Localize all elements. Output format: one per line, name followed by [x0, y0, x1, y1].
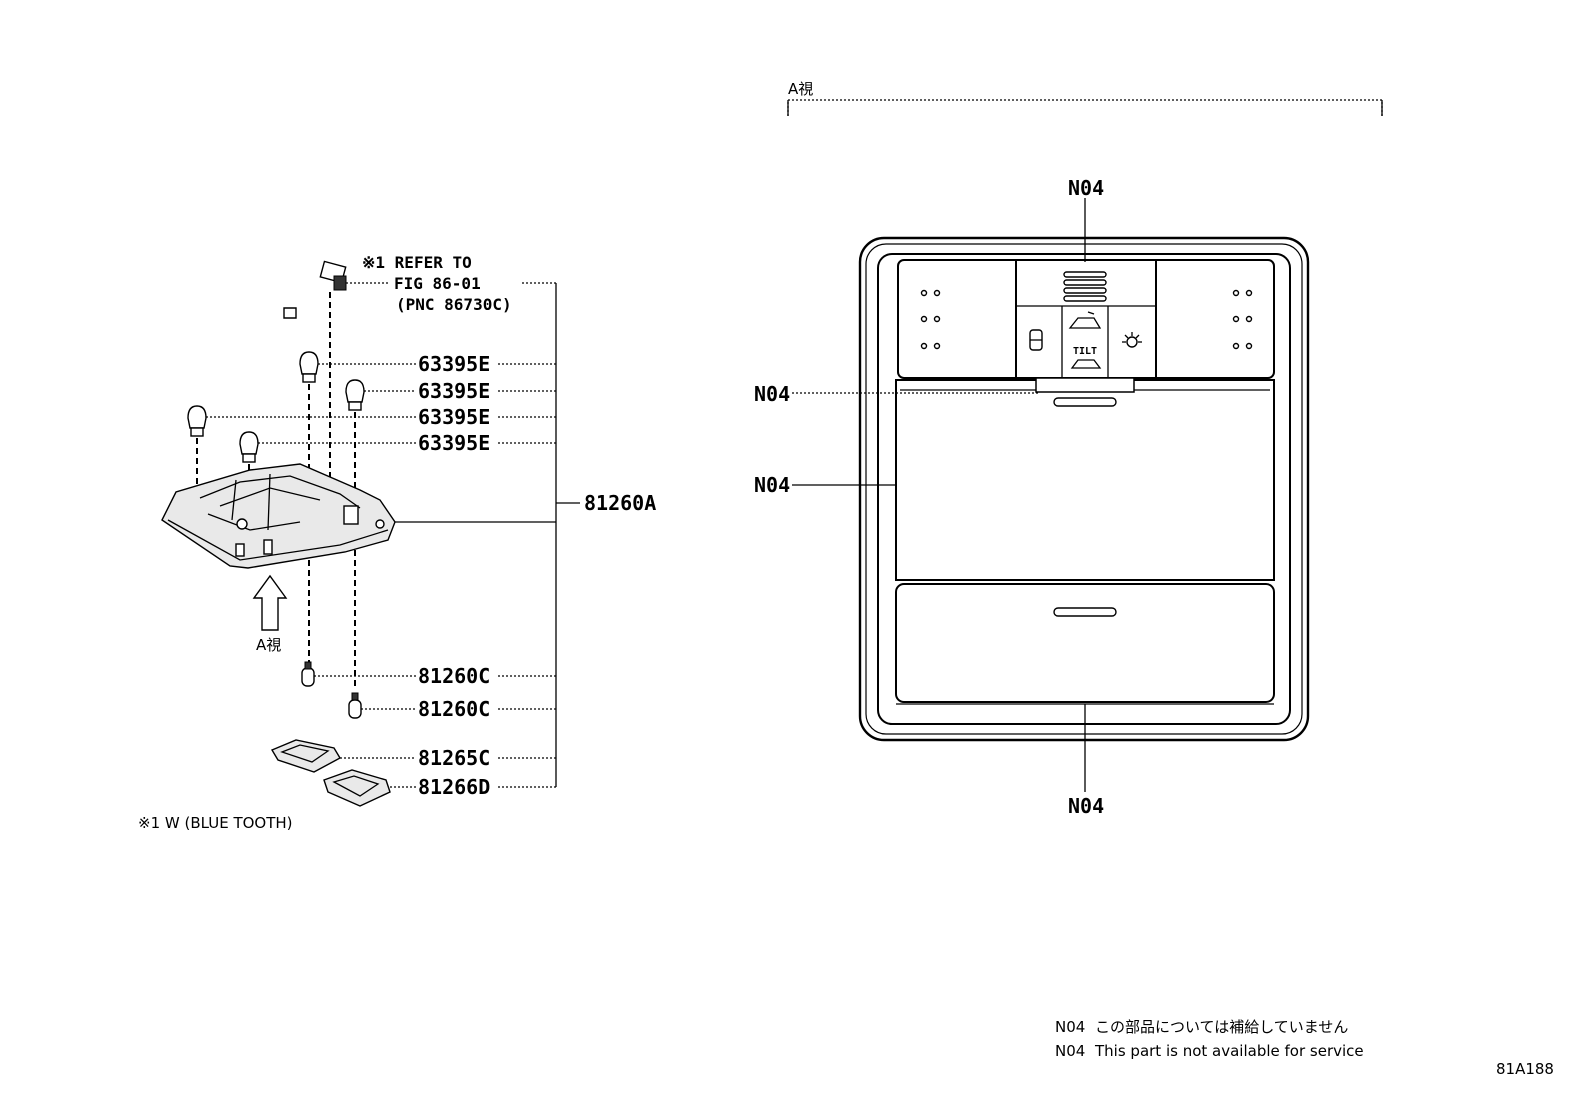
callout-n04-mid-left: N04: [754, 473, 790, 497]
sunroof-slide-icon: [1068, 311, 1102, 329]
exploded-view: A視 ※1 REFER TO FIG 86-0: [138, 253, 656, 832]
legend-code-2: N04: [1055, 1042, 1085, 1060]
view-direction-arrow: [252, 574, 288, 631]
console-housing-81260A: [161, 463, 396, 569]
leader-lines: [206, 282, 580, 788]
view-marker-label: A視: [256, 636, 281, 654]
tilt-label: TILT: [1073, 346, 1097, 357]
callout-n04-bottom: N04: [1068, 794, 1104, 818]
figure-id: 81A188: [1496, 1060, 1554, 1078]
callout-n04-upper-left: N04: [754, 382, 790, 406]
refer-note-line2: FIG 86-01: [394, 274, 481, 293]
left-lamp-holes: [920, 289, 941, 350]
console-front-view: TILT: [858, 236, 1310, 742]
wire-harness-part: [283, 260, 347, 319]
bulb-81260C-b: [348, 692, 362, 719]
n04-leaders: [792, 198, 1086, 792]
lens-81266D: [323, 769, 391, 807]
part-label-63395E-4: 63395E: [418, 431, 490, 455]
footnote: ※1 W (BLUE TOOTH): [138, 814, 293, 832]
clip-63395E-d: [239, 431, 259, 463]
refer-note-line3: (PNC 86730C): [396, 295, 512, 314]
legend-text-2: This part is not available for service: [1094, 1042, 1364, 1060]
clip-63395E-c: [187, 405, 207, 437]
legend-code-1: N04: [1055, 1018, 1085, 1036]
clip-63395E-a: [299, 351, 319, 383]
part-label-81260C-1: 81260C: [418, 664, 490, 688]
right-lamp-holes: [1232, 289, 1253, 350]
clip-63395E-b: [345, 379, 365, 411]
part-label-81260C-2: 81260C: [418, 697, 490, 721]
view-a-title: A視: [788, 80, 813, 98]
lower-latch-icon: [1053, 607, 1117, 617]
door-lock-switch-icon: [1029, 329, 1043, 351]
bulb-81260C-a: [301, 661, 315, 687]
sunroof-tilt-icon: [1070, 359, 1102, 369]
part-label-81265C: 81265C: [418, 746, 490, 770]
refer-note-line1: ※1 REFER TO: [362, 253, 472, 272]
part-label-81260A: 81260A: [584, 491, 656, 515]
part-label-81266D: 81266D: [418, 775, 490, 799]
view-a: A視: [754, 80, 1383, 818]
lens-81265C: [270, 739, 341, 773]
part-label-63395E-2: 63395E: [418, 379, 490, 403]
grille-icon: [1063, 271, 1107, 302]
door-latch-icon: [1053, 397, 1117, 407]
legend-text-1: この部品については補給していません: [1095, 1018, 1348, 1036]
part-label-63395E-3: 63395E: [418, 405, 490, 429]
callout-n04-top: N04: [1068, 176, 1104, 200]
legend: N04 この部品については補給していません N04 This part is n…: [1055, 1018, 1364, 1060]
map-lamp-icon: [1122, 332, 1142, 348]
part-label-63395E-1: 63395E: [418, 352, 490, 376]
